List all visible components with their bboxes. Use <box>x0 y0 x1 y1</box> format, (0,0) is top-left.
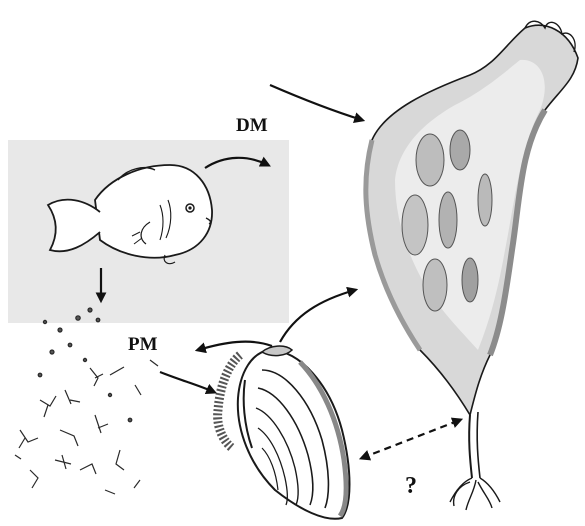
arrow-mussel-to-pm <box>198 342 272 350</box>
arrow-mussel-to-kelp <box>280 290 355 342</box>
arrow-top-to-kelp <box>270 85 362 120</box>
arrow-pm-to-mussel <box>160 372 214 392</box>
label-dm: DM <box>236 116 268 135</box>
kelp-illustration <box>366 21 578 510</box>
arrow-dashed-mussel-kelp <box>362 420 460 458</box>
label-pm: PM <box>128 335 158 354</box>
label-question: ? <box>405 474 417 498</box>
mussel-illustration <box>218 346 350 519</box>
